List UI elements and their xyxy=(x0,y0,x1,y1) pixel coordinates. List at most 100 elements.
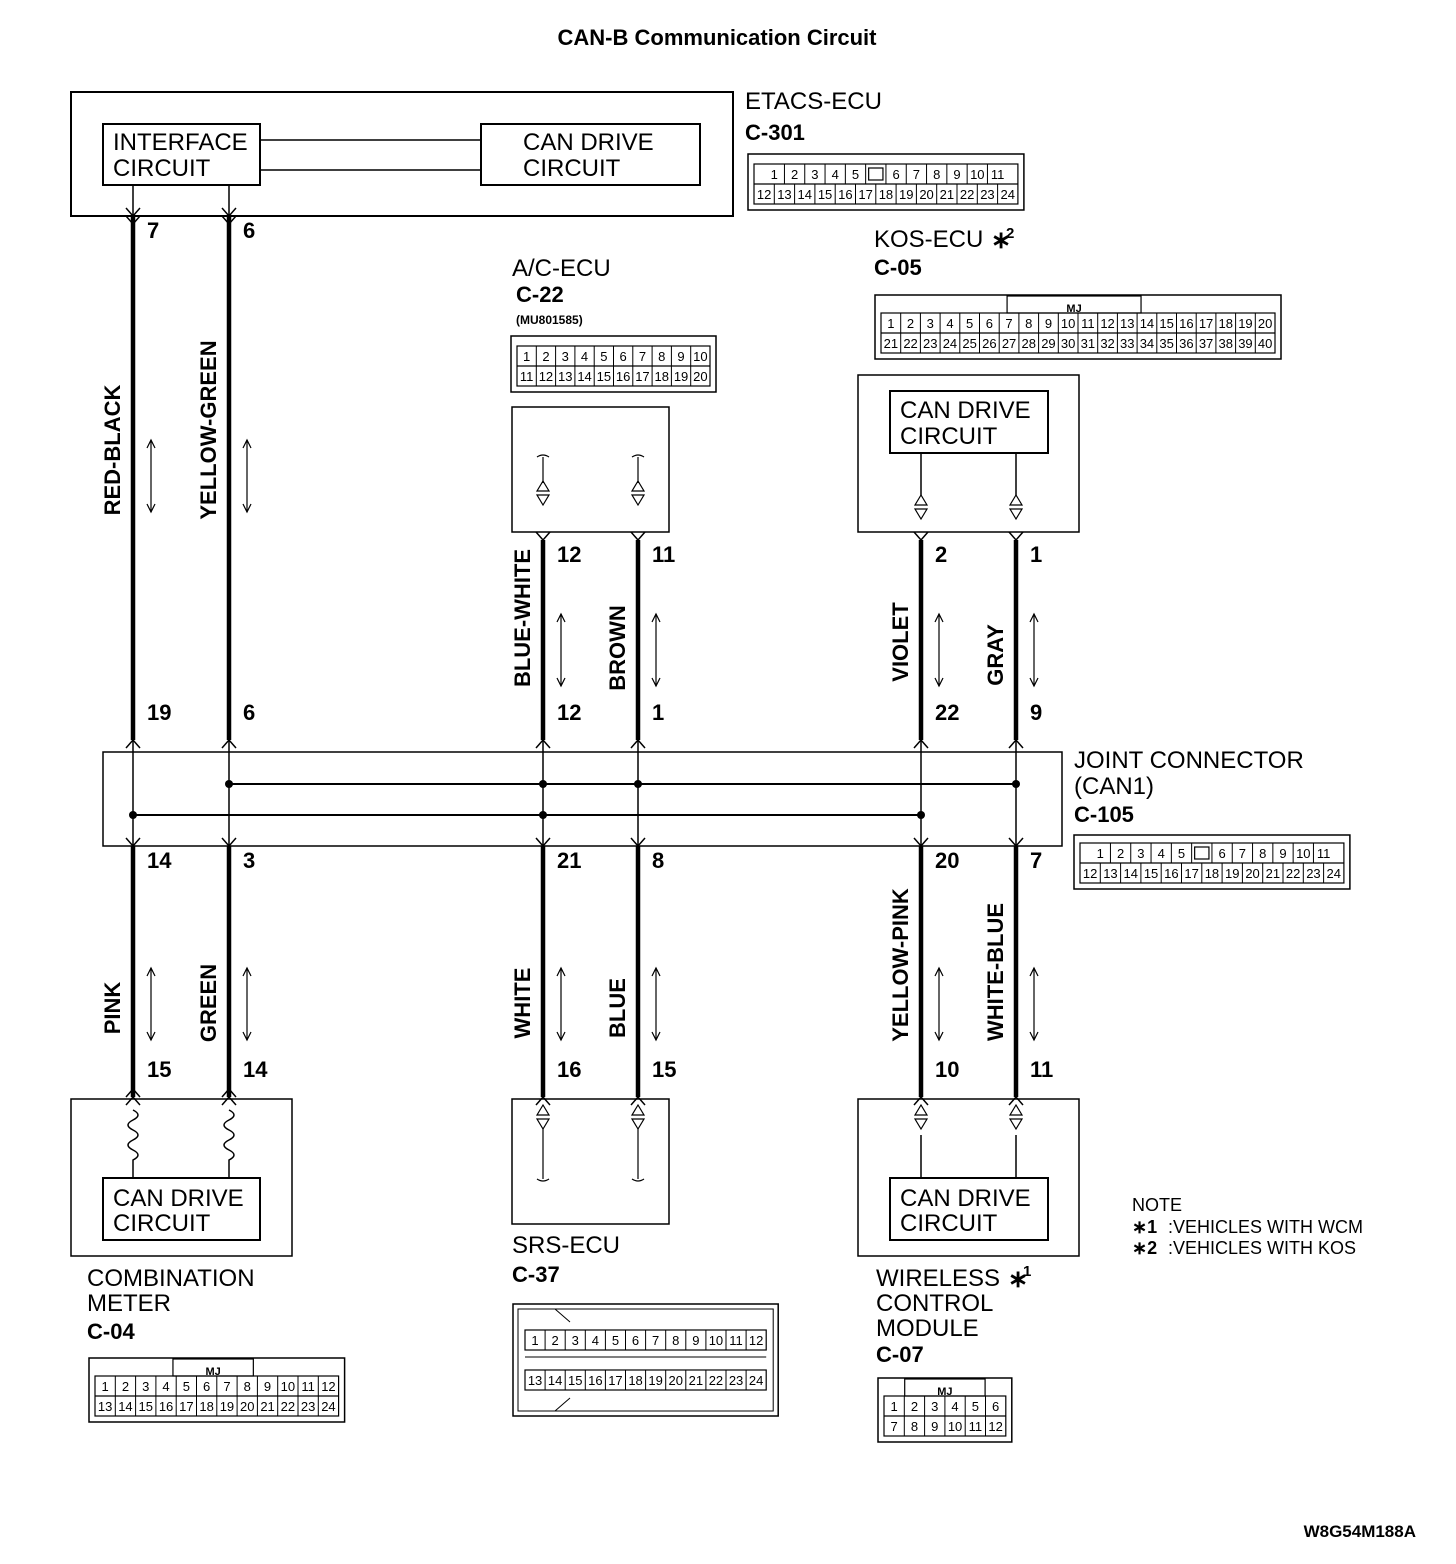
connector-pin: 2 xyxy=(907,316,914,331)
connector-pin: 7 xyxy=(1005,316,1012,331)
joint-name-line1: JOINT CONNECTOR xyxy=(1074,747,1304,774)
connector-pin: 29 xyxy=(1041,336,1055,351)
wire-color-label: PINK xyxy=(100,982,125,1035)
ac-ecu-connector-id: C-22 xyxy=(516,282,564,307)
connector-pin: 8 xyxy=(1259,846,1266,861)
connector-pin: 12 xyxy=(1100,316,1114,331)
srs-ecu-connector-id: C-37 xyxy=(512,1262,560,1287)
meter-can-line1: CAN DRIVE xyxy=(113,1185,244,1212)
wire-top-pin: 14 xyxy=(147,848,172,873)
mj-mark: MJ xyxy=(937,1386,952,1398)
wire-top-pin: 1 xyxy=(1030,542,1042,567)
connector-pin: 13 xyxy=(558,369,572,384)
wire-bottom-pin: 10 xyxy=(935,1057,959,1082)
connector-pin: 22 xyxy=(709,1373,723,1388)
connector-pin: 14 xyxy=(118,1399,132,1414)
wire-top-pin: 3 xyxy=(243,848,255,873)
connector-pin: 16 xyxy=(838,187,852,202)
connector-pin: 12 xyxy=(539,369,553,384)
connector-pin: 24 xyxy=(943,336,957,351)
connector-pin: 20 xyxy=(1245,866,1259,881)
meter-can-drive-block xyxy=(102,1177,261,1241)
wire-color-label: BLUE-WHITE xyxy=(510,549,535,687)
connector-pin: 5 xyxy=(972,1399,979,1414)
connector-pin: 5 xyxy=(966,316,973,331)
connector-pin: 1 xyxy=(531,1333,538,1348)
connector-pin: 1 xyxy=(771,167,778,182)
connector-pin: 5 xyxy=(183,1379,190,1394)
connector-pin: 20 xyxy=(919,187,933,202)
connector-pin: 20 xyxy=(693,369,707,384)
connector-pin: 10 xyxy=(709,1333,723,1348)
connector-pin: 20 xyxy=(669,1373,683,1388)
connector-pin: 23 xyxy=(729,1373,743,1388)
connector-pin: 4 xyxy=(592,1333,599,1348)
connector-pin: 16 xyxy=(1164,866,1178,881)
connector-pin: 20 xyxy=(240,1399,254,1414)
wire-color-label: GREEN xyxy=(196,964,221,1042)
wire-color-label: VIOLET xyxy=(888,602,913,682)
connector-pin: 21 xyxy=(689,1373,703,1388)
connector-pin: 16 xyxy=(159,1399,173,1414)
connector-pin: 14 xyxy=(577,369,591,384)
kos-ecu-name: KOS-ECU xyxy=(874,226,983,253)
connector-pin: 6 xyxy=(620,349,627,364)
connector-pin: 4 xyxy=(162,1379,169,1394)
wire-bottom-pin: 22 xyxy=(935,700,959,725)
connector-pin: 8 xyxy=(672,1333,679,1348)
connector-pin: 13 xyxy=(777,187,791,202)
wire-color-label: BROWN xyxy=(605,605,630,691)
connector-pin: 26 xyxy=(982,336,996,351)
connector-pin: 4 xyxy=(581,349,588,364)
connector-pin: 8 xyxy=(244,1379,251,1394)
joint-name-line2: (CAN1) xyxy=(1074,773,1154,800)
connector-pin: 1 xyxy=(102,1379,109,1394)
connector-pin: 3 xyxy=(931,1399,938,1414)
connector-pin: 24 xyxy=(749,1373,763,1388)
connector-pin: 28 xyxy=(1022,336,1036,351)
wire-bottom-pin: 15 xyxy=(652,1057,676,1082)
note-item-2-text: :VEHICLES WITH KOS xyxy=(1168,1238,1356,1258)
connector-pin: 10 xyxy=(693,349,707,364)
wcm-can-line2: CIRCUIT xyxy=(900,1210,998,1237)
connector-pin: 5 xyxy=(852,167,859,182)
connector-pin: 14 xyxy=(798,187,812,202)
joint-box xyxy=(102,751,1063,847)
srs-ecu-terminals xyxy=(535,1103,646,1182)
wire-color-label: YELLOW-GREEN xyxy=(196,340,221,519)
connector-pin: 15 xyxy=(597,369,611,384)
connector-pin: 17 xyxy=(858,187,872,202)
connector-pin: 12 xyxy=(749,1333,763,1348)
connector-pin: 40 xyxy=(1258,336,1272,351)
connector-pin: 6 xyxy=(203,1379,210,1394)
connector-pin: 14 xyxy=(1140,316,1154,331)
connector-pin: 4 xyxy=(1158,846,1165,861)
connector-pin: 23 xyxy=(980,187,994,202)
connector-pin: 8 xyxy=(933,167,940,182)
connector-pin: 11 xyxy=(991,167,1005,182)
note-title: NOTE xyxy=(1132,1195,1182,1215)
connector-pin: 1 xyxy=(891,1399,898,1414)
wcm-sup: 1 xyxy=(1023,1263,1031,1280)
connector-pin: 10 xyxy=(1061,316,1075,331)
connector-pin: 2 xyxy=(122,1379,129,1394)
connector-pin: 17 xyxy=(1199,316,1213,331)
connector-pin: 6 xyxy=(1218,846,1225,861)
wire-color-label: WHITE xyxy=(510,968,535,1039)
connector-pin: 8 xyxy=(911,1419,918,1434)
diagram-title: CAN-B Communication Circuit xyxy=(558,25,878,50)
wire-top-pin: 11 xyxy=(652,542,675,567)
connector-pin: 4 xyxy=(832,167,839,182)
connector-pin: 24 xyxy=(1001,187,1015,202)
connector-pin: 15 xyxy=(568,1373,582,1388)
connector-pin: 18 xyxy=(1205,866,1219,881)
connector-pin: 4 xyxy=(946,316,953,331)
meter-box xyxy=(70,1098,293,1257)
note: NOTE ∗1 :VEHICLES WITH WCM ∗2 :VEHICLES … xyxy=(1132,1195,1363,1258)
connector-pin: 21 xyxy=(1266,866,1280,881)
connector-pin: 3 xyxy=(927,316,934,331)
